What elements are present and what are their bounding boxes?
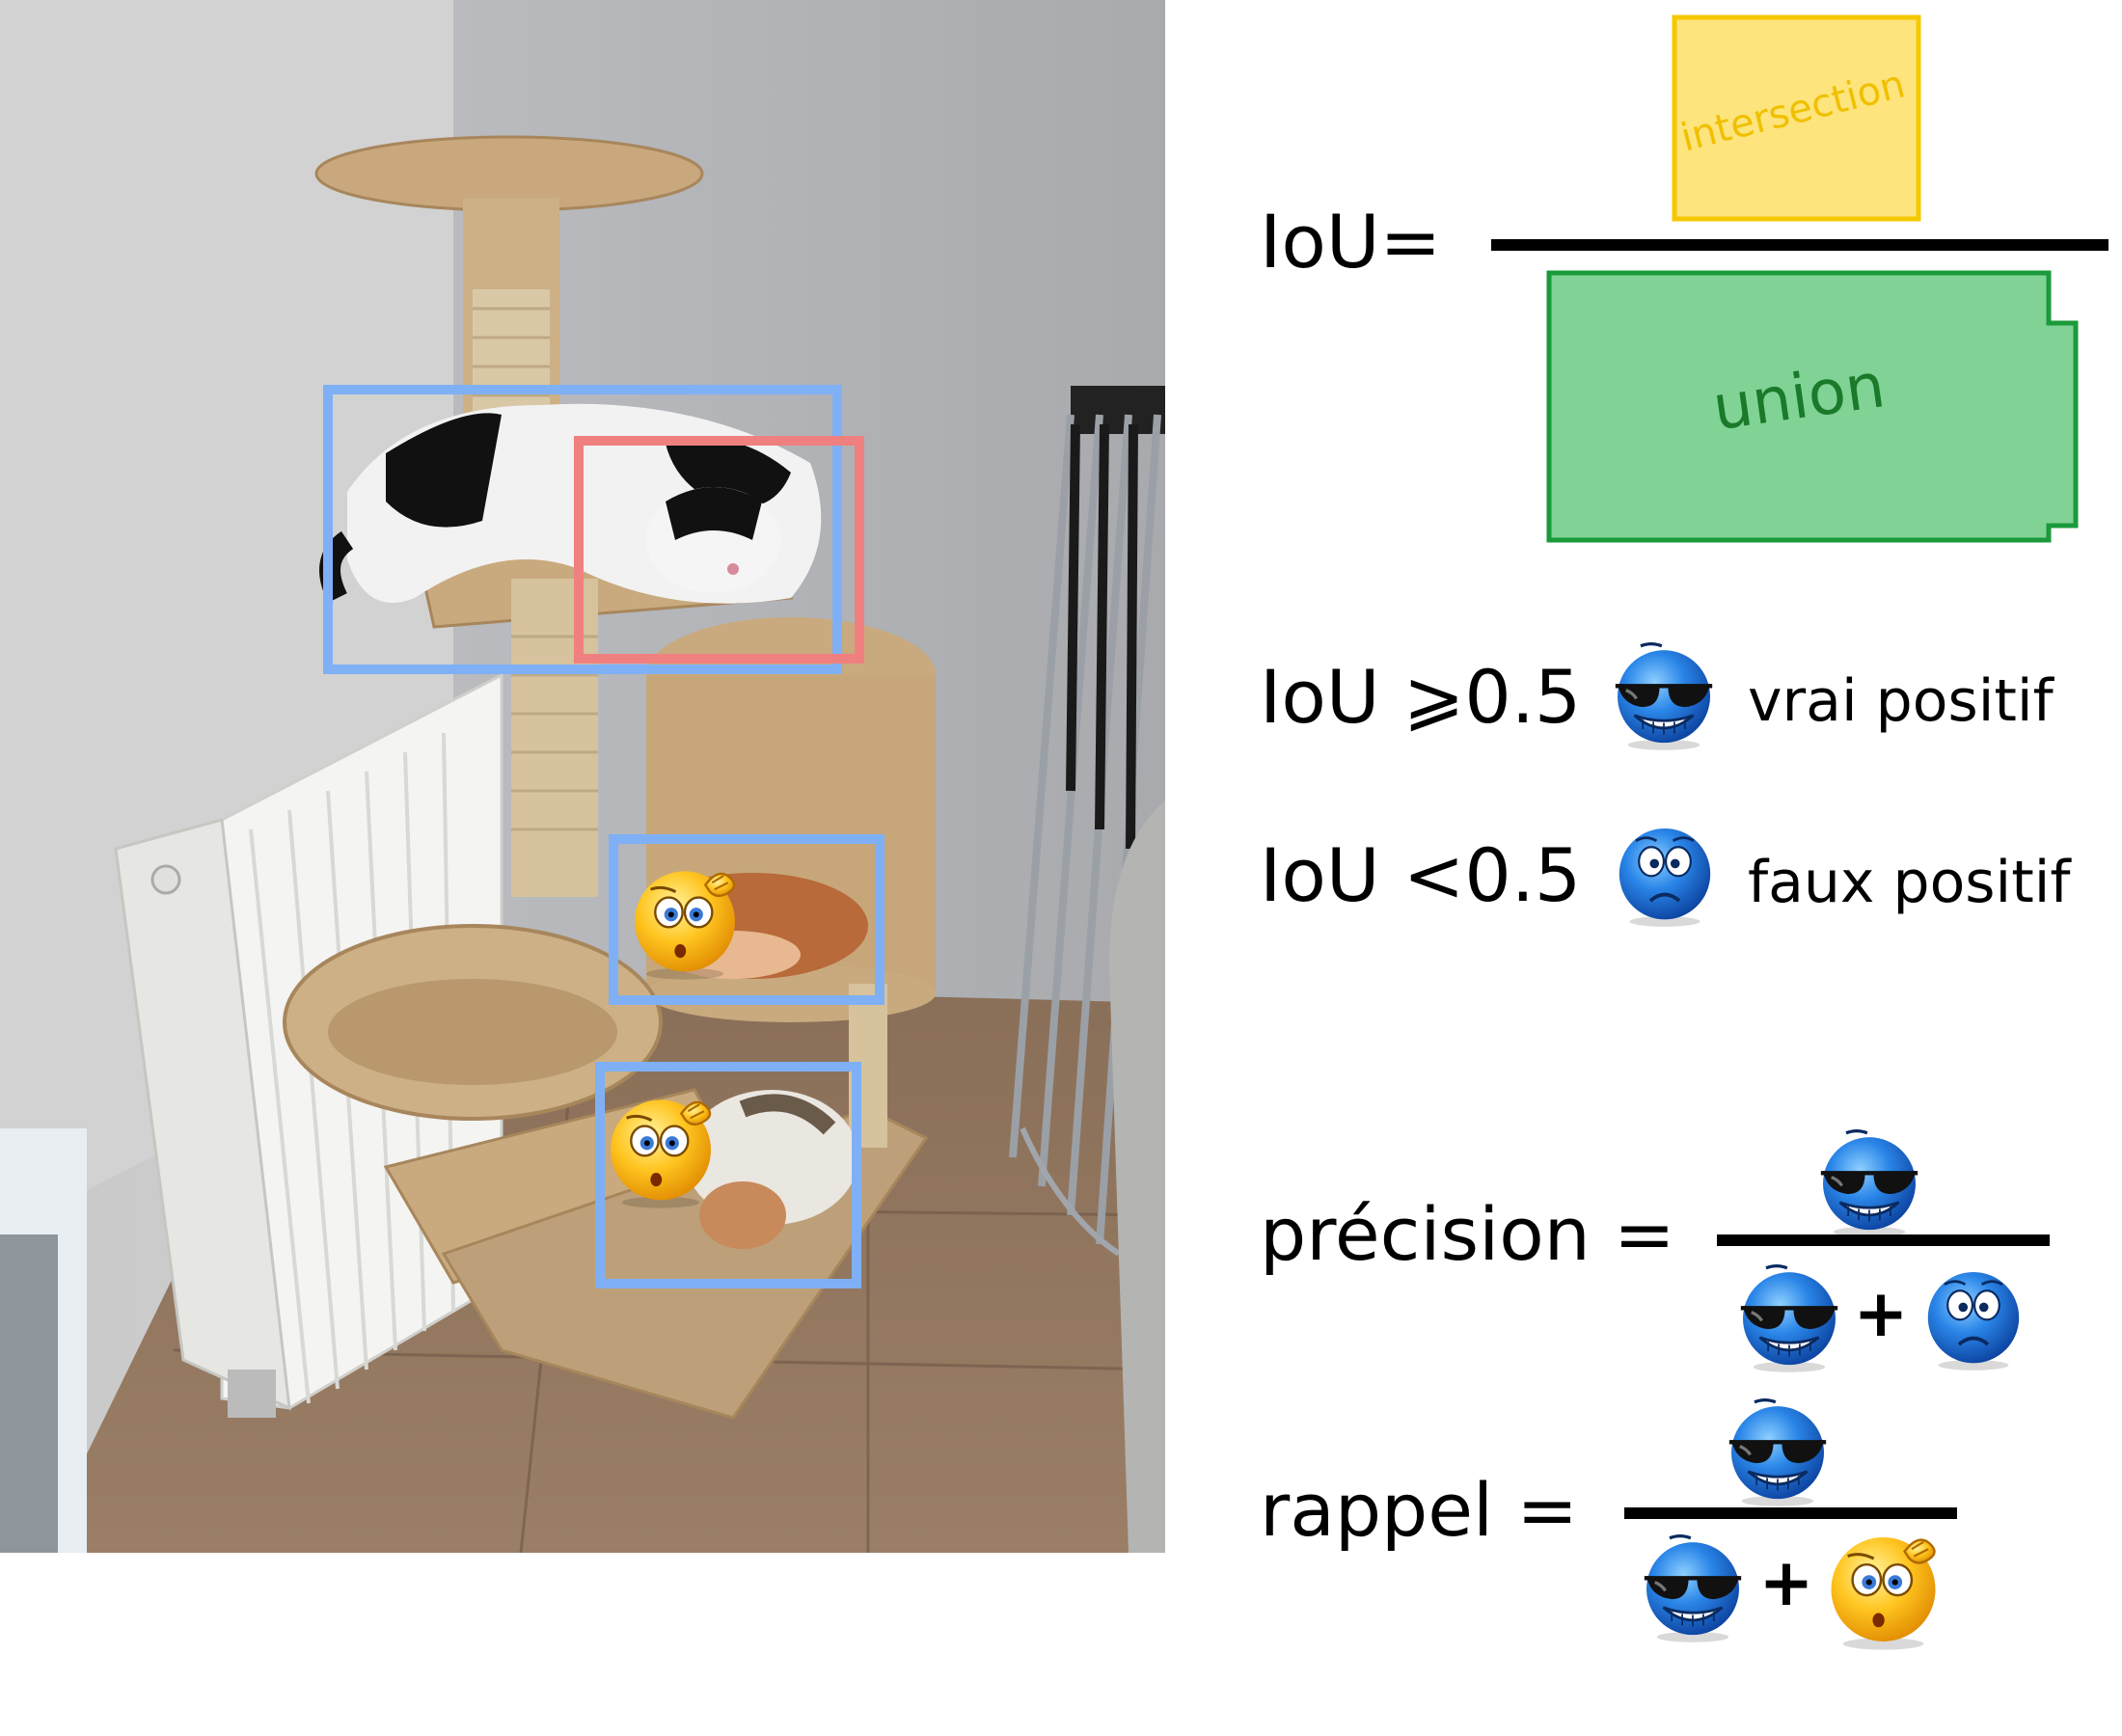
precision-lhs: précision =	[1260, 1191, 1675, 1277]
black-white-cat	[319, 403, 822, 604]
threshold-label: faux positif	[1748, 849, 2072, 916]
intersection-box	[1672, 14, 1921, 222]
precision-formula: précision = +	[1260, 1131, 2050, 1372]
cool-sunglasses-icon	[1821, 1131, 1918, 1237]
cool-sunglasses-icon	[1616, 644, 1712, 750]
ground-truth-box-top-cat	[323, 385, 842, 674]
cool-sunglasses-icon	[1741, 1266, 1837, 1372]
fraction-bar-recall	[1624, 1507, 1957, 1519]
confused-icon	[1829, 1535, 1938, 1652]
iou-lhs: IoU=	[1260, 199, 1441, 285]
cat-tree-photo	[0, 0, 1166, 1554]
recall-lhs: rappel =	[1260, 1467, 1578, 1553]
tabby-cat	[685, 1090, 858, 1249]
ground-truth-box-middle-cat	[609, 834, 884, 1005]
folding-chairs	[1009, 386, 1165, 1257]
union-shape	[1546, 270, 2079, 543]
fraction-bar-iou	[1491, 239, 2108, 251]
ground-truth-box-bottom-cat	[595, 1062, 861, 1288]
iou-formula: IoU= intersection union	[1260, 14, 2108, 543]
worried-icon	[1925, 1270, 2022, 1372]
recall-formula: rappel = +	[1260, 1400, 1957, 1652]
plus-sign: +	[1759, 1545, 1814, 1621]
cool-sunglasses-icon	[1729, 1400, 1826, 1506]
threshold-condition: IoU ⩾0.5	[1260, 654, 1581, 740]
cool-sunglasses-icon	[1645, 1536, 1741, 1642]
worried-icon	[1617, 827, 1713, 929]
fraction-bar-precision	[1717, 1234, 2050, 1246]
threshold-label: vrai positif	[1748, 667, 2055, 735]
threshold-true-positive: IoU ⩾0.5 vrai positif	[1260, 644, 2055, 750]
threshold-false-positive: IoU <0.5 faux positif	[1260, 827, 2072, 929]
prediction-box-top-cat	[574, 436, 864, 664]
plus-sign: +	[1854, 1276, 1909, 1352]
threshold-condition: IoU <0.5	[1260, 832, 1581, 918]
